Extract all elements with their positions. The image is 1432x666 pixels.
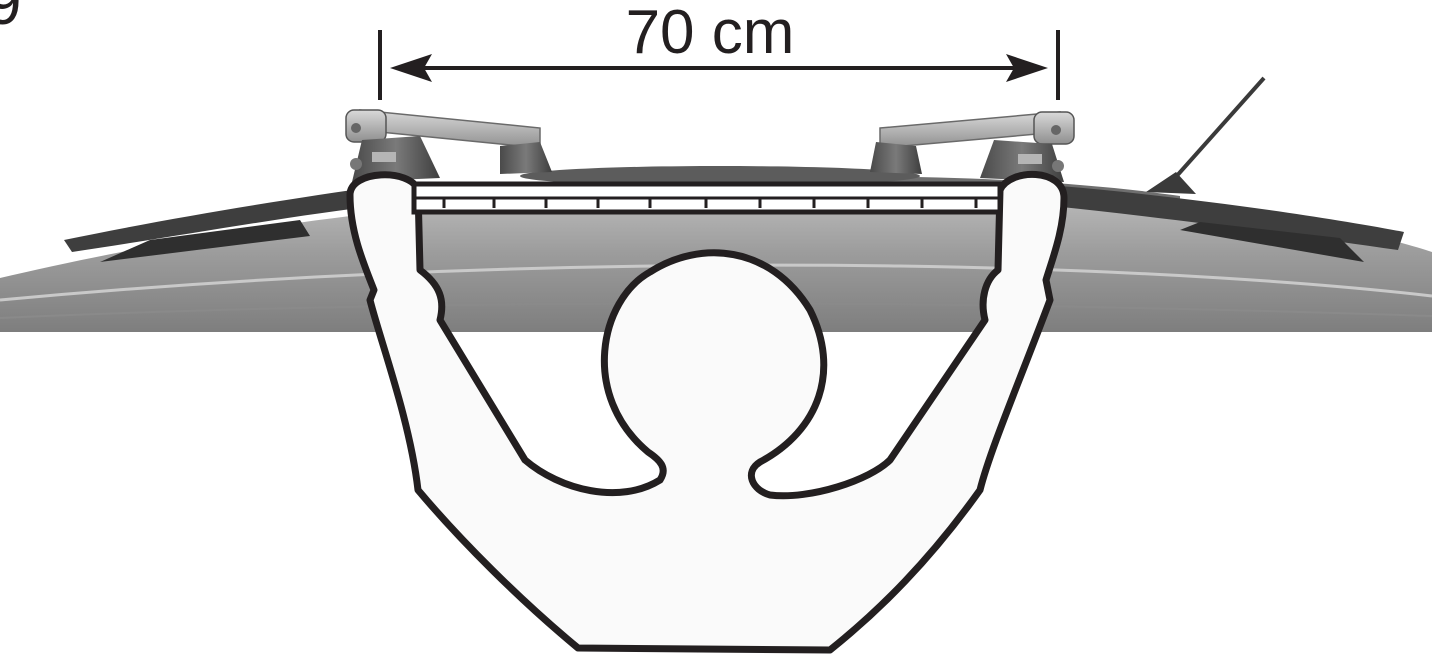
- roof-rail-right: [1052, 186, 1404, 262]
- person-silhouette: [346, 170, 1068, 654]
- roof-rack-right: [870, 111, 1075, 182]
- roof-rail-left: [64, 186, 392, 262]
- measuring-ruler: [411, 181, 1003, 215]
- step-number: 9: [0, 0, 22, 38]
- roof-rack-left: [345, 109, 552, 182]
- antenna: [1146, 76, 1266, 194]
- dimension-label: 70 cm: [625, 0, 795, 67]
- dimension-arrow: [378, 30, 1060, 100]
